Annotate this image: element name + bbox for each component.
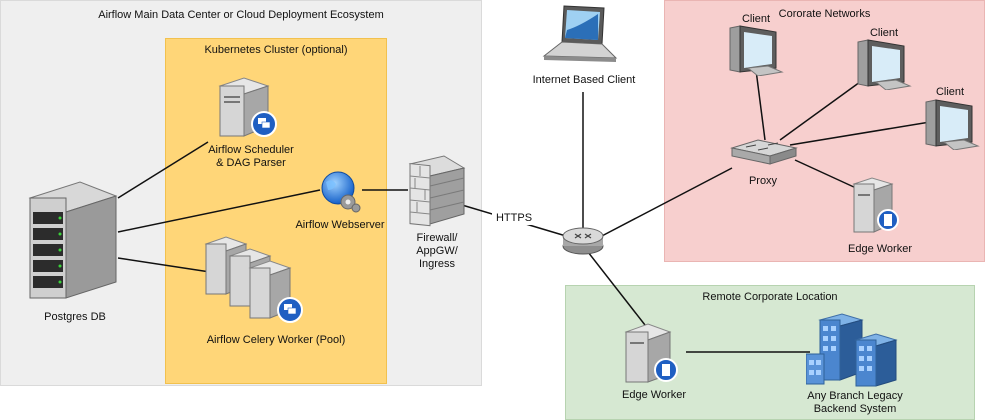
scheduler-label-line2: & DAG Parser [216, 157, 286, 169]
webserver-label: Airflow Webserver [295, 219, 385, 231]
proxy-switch-icon [730, 139, 798, 165]
firewall-label-line3: Ingress [418, 258, 456, 270]
celery-node [202, 232, 306, 329]
laptop-icon [542, 5, 618, 62]
link-proxy-edge [794, 159, 857, 189]
edge-worker-remote-node [622, 320, 688, 391]
scheduler-node [216, 74, 278, 145]
client3-label: Client [935, 86, 965, 98]
internet-client-node [540, 4, 618, 71]
server-icon [624, 323, 678, 383]
firewall-label-line1: Firewall/ [416, 232, 458, 244]
corporate-title: Cororate Networks [778, 8, 871, 20]
server-icon [852, 177, 899, 233]
edge-worker-remote-label: Edge Worker [622, 389, 686, 401]
desktop-client-icon [925, 99, 980, 151]
proxy-node [728, 138, 800, 173]
globe-gear-icon [321, 171, 361, 213]
client2-label: Client [869, 27, 899, 39]
internet-client-label: Internet Based Client [532, 74, 636, 86]
client1-label: Client [741, 13, 771, 25]
client2-node [856, 38, 916, 95]
edge-worker-corp-node [852, 174, 902, 239]
link-db-scheduler [117, 141, 209, 199]
desktop-client-icon [729, 25, 784, 77]
router-icon [562, 227, 604, 255]
office-buildings-icon [805, 313, 898, 387]
firewall-label-line2: AppGW/ [416, 245, 458, 257]
legacy-backend-node [805, 310, 902, 393]
webserver-node [318, 170, 364, 221]
remote-title: Remote Corporate Location [702, 291, 838, 303]
link-db-webserver [117, 189, 321, 233]
https-label: HTTPS [492, 212, 536, 225]
server-icon [218, 77, 277, 137]
edge-worker-corp-label: Edge Worker [848, 243, 912, 255]
link-proxy-client1 [755, 69, 766, 141]
client1-node [728, 24, 788, 81]
legacy-label-line1: Any Branch Legacy [807, 390, 903, 402]
postgres-node [22, 178, 122, 305]
kubernetes-title: Kubernetes Cluster (optional) [204, 44, 348, 56]
legacy-label-line2: Backend System [813, 403, 897, 415]
link-router-remote-edge [587, 251, 646, 326]
firewall-node [404, 154, 468, 233]
server-rack-icon [28, 181, 118, 299]
postgres-label: Postgres DB [44, 311, 106, 323]
link-db-celery [117, 257, 211, 273]
router-node [560, 226, 606, 263]
datacenter-title: Airflow Main Data Center or Cloud Deploy… [98, 9, 384, 21]
link-proxy-client3 [789, 121, 931, 146]
link-proxy-client2 [779, 81, 861, 141]
scheduler-label-line1: Airflow Scheduler [208, 144, 294, 156]
client3-node [924, 98, 982, 155]
kubernetes-zone: Kubernetes Cluster (optional) [165, 38, 387, 384]
link-router-proxy [597, 167, 733, 239]
proxy-label: Proxy [748, 175, 778, 187]
desktop-client-icon [857, 39, 912, 91]
celery-label: Airflow Celery Worker (Pool) [206, 334, 346, 346]
server-icon [204, 236, 303, 323]
firewall-icon [408, 155, 466, 227]
